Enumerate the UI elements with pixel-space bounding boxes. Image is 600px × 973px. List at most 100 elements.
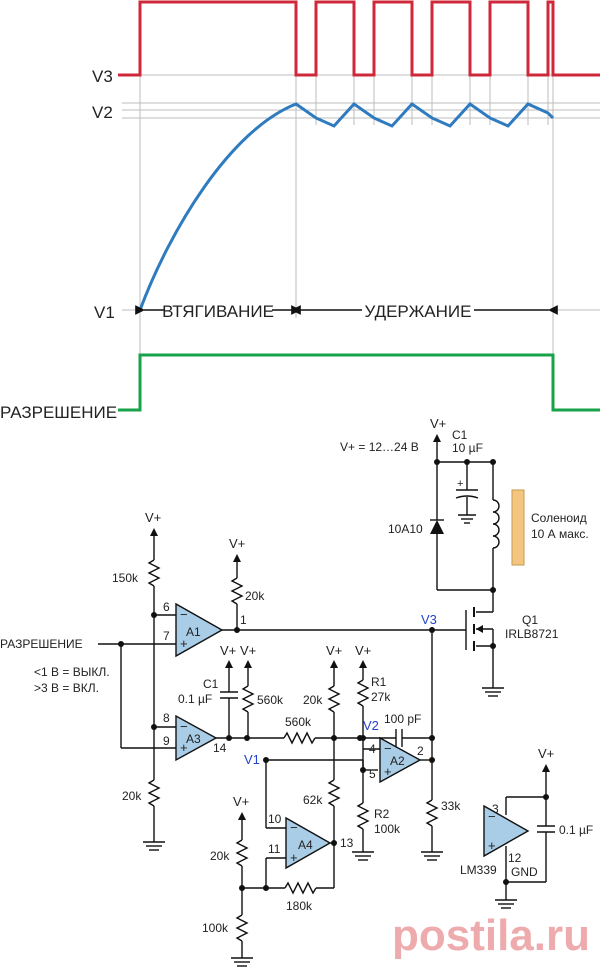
arrow xyxy=(225,660,233,668)
solenoid-core xyxy=(511,489,525,566)
resistor-180k xyxy=(284,881,317,895)
pin-14: 14 xyxy=(213,741,227,755)
c100p-label: 100 pF xyxy=(384,712,421,726)
r560k-horizontal-label: 560k xyxy=(285,715,312,729)
enable-note-2: >3 В = ВКЛ. xyxy=(34,681,99,695)
resistor-62k xyxy=(327,779,341,807)
r150k-label: 150k xyxy=(112,571,139,585)
r560k-vertical-label: 560k xyxy=(257,693,284,707)
q1-name: Q1 xyxy=(522,613,538,627)
arrow xyxy=(150,528,158,536)
a3-label: A3 xyxy=(186,732,201,746)
c1-top-name: C1 xyxy=(452,428,468,442)
v2-waveform xyxy=(138,102,555,311)
solenoid-label-2: 10 А макс. xyxy=(531,527,589,541)
dot xyxy=(490,643,496,649)
r20k-a1-label: 20k xyxy=(245,589,265,603)
supply-label: V+ = 12…24 В xyxy=(340,440,419,454)
plus-sign: + xyxy=(180,740,188,755)
v1-label: V1 xyxy=(94,303,115,322)
vplus-ic-label: V+ xyxy=(538,746,554,761)
pin-4: 4 xyxy=(369,742,376,756)
schematic: V+ V+ = 12…24 В C1 10 µF + 10A10 xyxy=(0,416,593,967)
v2-label: V2 xyxy=(92,103,113,122)
a2-comparator xyxy=(379,736,422,784)
vplus-a4-label: V+ xyxy=(233,794,249,809)
resistor-33k xyxy=(425,799,439,827)
enable-label: РАЗРЕШЕНИЕ xyxy=(0,403,117,422)
resistor-560k-horizontal xyxy=(283,731,316,745)
a4-stage: − + A4 10 11 13 V+ 20k 180k 10 xyxy=(202,794,354,967)
pin-8: 8 xyxy=(163,711,170,725)
a3-comparator xyxy=(175,714,218,762)
enable-note-1: <1 В = ВЫКЛ. xyxy=(34,665,110,679)
minus-sign: − xyxy=(290,820,298,835)
plus-sign: + xyxy=(488,838,496,853)
c1-top-value: 10 µF xyxy=(452,441,483,455)
enable-input-label: РАЗРЕШЕНИЕ xyxy=(0,637,83,651)
vplus-20k-mid-label: V+ xyxy=(326,643,342,658)
lm339-symbol xyxy=(483,804,530,858)
resistor-20k-a4 xyxy=(235,839,249,867)
resistor-560k-vertical xyxy=(241,685,255,713)
dot xyxy=(429,757,435,763)
lm339-power: V+ 3 − + LM339 12 GND 0.1 µF xyxy=(460,746,593,909)
resistor-150k xyxy=(147,559,161,587)
r20k-bottom-label: 20k xyxy=(122,789,142,803)
vplus-560k-label: V+ xyxy=(240,643,256,658)
pin-13: 13 xyxy=(340,836,354,850)
r1-value: 27k xyxy=(371,690,391,704)
arrow xyxy=(542,764,550,772)
a1-stage: РАЗРЕШЕНИЕ <1 В = ВЫКЛ. >3 В = ВКЛ. V+ 1… xyxy=(0,510,466,780)
arrow xyxy=(244,660,252,668)
plus-sign: + xyxy=(180,636,188,651)
wire xyxy=(455,495,479,499)
plus-sign: + xyxy=(457,478,463,490)
r62k-label: 62k xyxy=(303,793,323,807)
arrow xyxy=(233,554,241,562)
minus-sign: − xyxy=(384,741,392,756)
resistor-20k-mid xyxy=(327,685,341,713)
arrow xyxy=(359,660,367,668)
resistor-20k-a1 xyxy=(230,577,244,605)
enable-waveform xyxy=(118,353,600,412)
node-v2-label: V2 xyxy=(363,718,379,733)
r1-name: R1 xyxy=(371,675,387,689)
arrow xyxy=(330,660,338,668)
diode-symbol xyxy=(430,520,444,534)
minus-sign: − xyxy=(180,607,188,622)
node-v3-label: V3 xyxy=(421,612,437,627)
hold-label: УДЕРЖАНИЕ xyxy=(365,302,472,321)
pin-6: 6 xyxy=(163,600,170,614)
v3-label: V3 xyxy=(92,67,113,86)
a4-label: A4 xyxy=(298,838,313,852)
gnd-label: GND xyxy=(511,865,538,879)
a2-label: A2 xyxy=(390,754,405,768)
resistor-20k-bottom xyxy=(147,779,161,807)
watermark: postila.ru xyxy=(392,911,590,960)
resistor-r1 xyxy=(356,679,370,707)
c1-value: 0.1 µF xyxy=(178,692,212,706)
arrow xyxy=(476,625,483,633)
q1-part: IRLB8721 xyxy=(505,627,559,641)
vplus-c1-label: V+ xyxy=(220,643,236,658)
vplus-top-arrow xyxy=(433,434,441,442)
plus-sign: + xyxy=(290,850,298,865)
pin-10: 10 xyxy=(268,812,282,826)
pin-11: 11 xyxy=(268,842,281,856)
c1-name: C1 xyxy=(203,677,219,691)
r100k-label: 100k xyxy=(202,921,229,935)
r2-name: R2 xyxy=(374,807,390,821)
plus-sign: + xyxy=(384,764,392,779)
vplus-150k-label: V+ xyxy=(145,510,161,525)
pin-7: 7 xyxy=(163,629,170,643)
r180k-label: 180k xyxy=(286,899,313,913)
arrow xyxy=(238,812,246,820)
v3-waveform xyxy=(118,0,600,77)
pin-2: 2 xyxy=(417,744,424,758)
node-v1-label: V1 xyxy=(244,752,260,767)
minus-sign: − xyxy=(180,719,188,734)
solenoid-coil xyxy=(492,499,500,549)
a1-label: A1 xyxy=(186,625,201,639)
